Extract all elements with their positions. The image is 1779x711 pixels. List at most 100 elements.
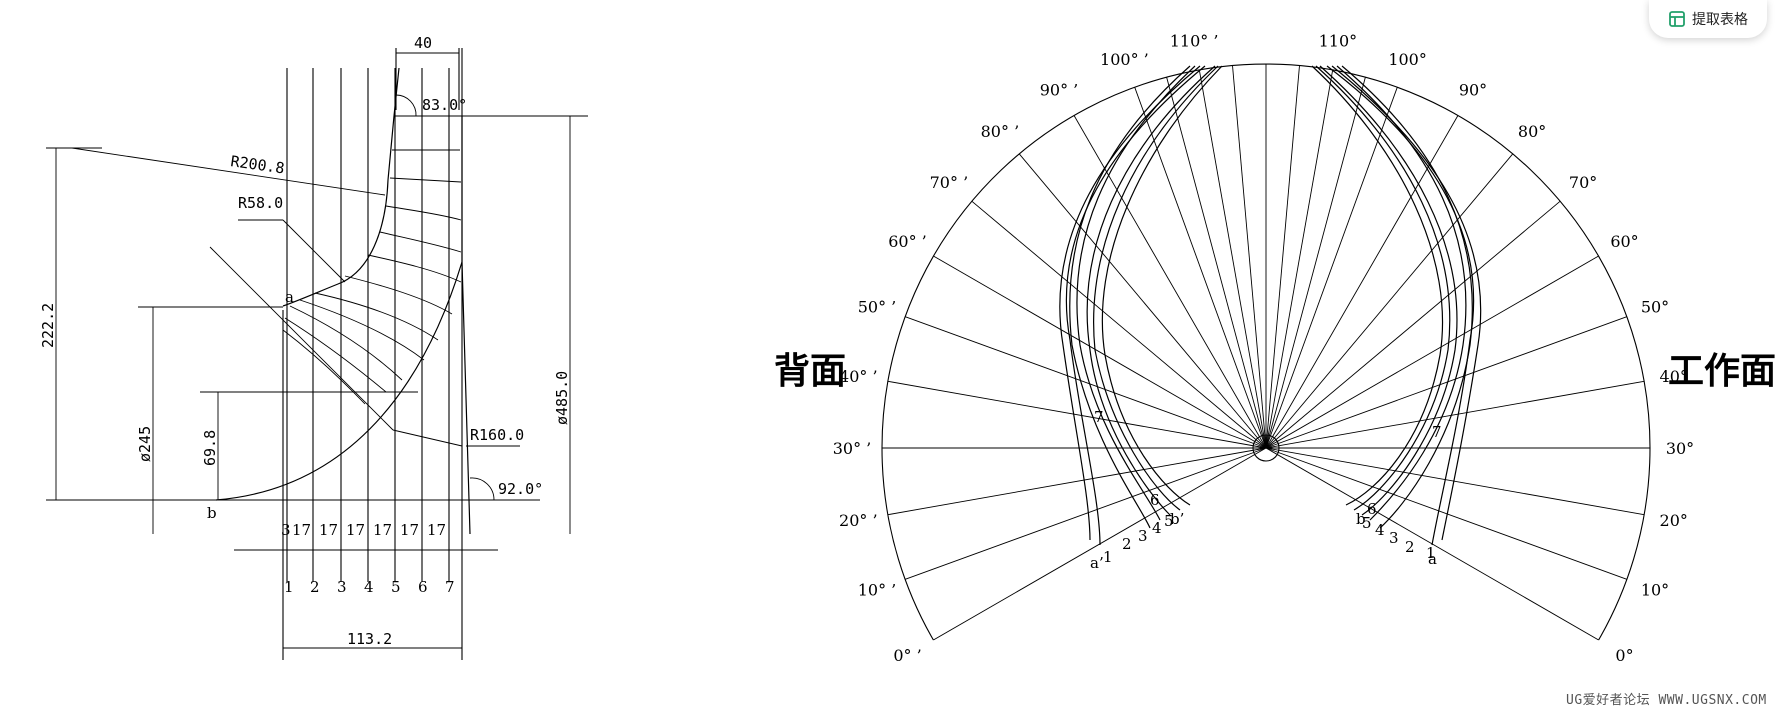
back-angle-label: 10° ’: [858, 581, 897, 600]
back-angle-label: 90° ’: [1040, 81, 1079, 100]
angle-ray: [1018, 153, 1267, 449]
angle-ray: [1265, 447, 1645, 516]
angle-ray: [905, 316, 1267, 449]
back-point-label: 4: [1152, 519, 1162, 537]
back-point-label: 7: [1094, 408, 1104, 426]
section-number: 3: [337, 578, 347, 596]
angle-ray: [1265, 380, 1645, 449]
outer-edge: [461, 116, 471, 535]
table-extract-icon: [1669, 11, 1685, 27]
angle-ray: [887, 380, 1267, 449]
spacing-label: 17: [427, 521, 446, 539]
dim-shroud-radius: R200.8: [229, 152, 285, 177]
back-angle-label: 60° ’: [888, 232, 927, 251]
work-angle-label: 90°: [1459, 81, 1487, 100]
angle-ray: [1265, 76, 1366, 449]
work-angle-label: 70°: [1569, 173, 1597, 192]
back-angle-label: 50° ’: [858, 297, 897, 316]
angle-ray: [1265, 115, 1459, 449]
work-point-label: 2: [1405, 538, 1415, 556]
dim-inlet-angle: 92.0°: [498, 480, 543, 498]
angle-ray: [971, 200, 1267, 449]
angle-ray: [1134, 87, 1267, 449]
angle-ray: [1265, 447, 1627, 580]
back-angle-label: 70° ’: [930, 173, 969, 192]
back-point-b: b’: [1170, 510, 1184, 528]
work-point-label: 6: [1367, 500, 1377, 518]
work-angle-label: 80°: [1518, 122, 1546, 141]
spacing-label: 17: [346, 521, 365, 539]
streamline-arcs: [282, 115, 462, 405]
dim-hub-radius: R160.0: [470, 426, 524, 444]
dim-inlet-dia: ø245: [136, 426, 154, 462]
spacing-label: 3: [281, 521, 291, 539]
angle-ray: [1265, 65, 1300, 449]
work-angle-label: 40°: [1660, 367, 1688, 386]
extract-table-button[interactable]: 提取表格: [1649, 0, 1767, 38]
angle-ray: [1232, 65, 1267, 449]
back-point-label: 2: [1122, 535, 1132, 553]
dim-total-width: 113.2: [347, 630, 392, 648]
hub-profile: [215, 261, 463, 501]
spacing-label: 17: [400, 521, 419, 539]
back-angle-label: 20° ’: [839, 511, 878, 530]
angle-ray: [1265, 69, 1334, 449]
work-side-blade-curves: [1311, 65, 1482, 546]
back-side-blade-curves: [1059, 65, 1223, 546]
angle-rays: [882, 64, 1650, 641]
work-point-label: 1: [1426, 544, 1436, 562]
work-angle-label: 110°: [1319, 31, 1358, 50]
work-point-label: 5: [1362, 514, 1372, 532]
back-point-label: 5: [1164, 512, 1174, 530]
dim-outlet-angle: 83.0°: [422, 96, 467, 114]
dim-fillet-radius: R58.0: [238, 194, 283, 212]
section-number: 4: [364, 578, 374, 596]
angle-ray: [1265, 200, 1561, 449]
back-angle-label: 0° ’: [893, 646, 921, 665]
back-point-label: 1: [1103, 548, 1113, 566]
work-angle-label: 10°: [1641, 581, 1669, 600]
dim-height: 222.2: [39, 303, 57, 348]
back-angle-label: 30° ’: [833, 439, 872, 458]
work-angle-label: 50°: [1641, 297, 1669, 316]
back-angle-label: 110° ’: [1170, 31, 1219, 50]
work-angle-label: 60°: [1610, 232, 1638, 251]
extract-table-label: 提取表格: [1692, 12, 1748, 28]
point-b-label: b: [207, 504, 217, 522]
angle-ray: [1265, 316, 1627, 449]
dim-top-width: 40: [414, 34, 432, 52]
spacing-label: 17: [373, 521, 392, 539]
point-a-label: a: [285, 288, 294, 306]
angle-ray: [1073, 115, 1267, 449]
work-angle-label: 30°: [1666, 439, 1694, 458]
angle-ray: [1265, 255, 1599, 449]
back-angle-label: 100° ’: [1100, 50, 1149, 69]
section-number: 1: [284, 578, 294, 596]
section-number: 2: [310, 578, 320, 596]
back-side-label: 背面: [774, 351, 846, 392]
back-point-label: 6: [1150, 491, 1160, 509]
section-number: 5: [391, 578, 401, 596]
spacing-label: 17: [292, 521, 311, 539]
meridional-section-view: 40 83.0° R200.8 R58.0 R160.0 222.2 ø245 …: [39, 34, 588, 660]
work-point-label: 7: [1432, 423, 1442, 441]
back-point-a: a’: [1090, 554, 1104, 572]
angle-ray: [1265, 153, 1514, 449]
shroud-profile: [282, 67, 400, 307]
section-number: 7: [445, 578, 455, 596]
section-number: 6: [418, 578, 428, 596]
work-angle-label: 0°: [1615, 646, 1633, 665]
back-point-label: 3: [1138, 527, 1148, 545]
angle-ray: [887, 447, 1267, 516]
angle-ray: [905, 447, 1267, 580]
angle-ray: [1166, 76, 1267, 449]
work-angle-label: 100°: [1388, 50, 1427, 69]
work-point-label: 3: [1389, 529, 1399, 547]
angle-ray: [933, 255, 1267, 449]
work-point-label: 4: [1375, 521, 1385, 539]
work-angle-label: 20°: [1660, 511, 1688, 530]
angle-ray: [1198, 69, 1267, 449]
dim-hub-height: 69.8: [201, 430, 219, 466]
spacing-label: 17: [319, 521, 338, 539]
